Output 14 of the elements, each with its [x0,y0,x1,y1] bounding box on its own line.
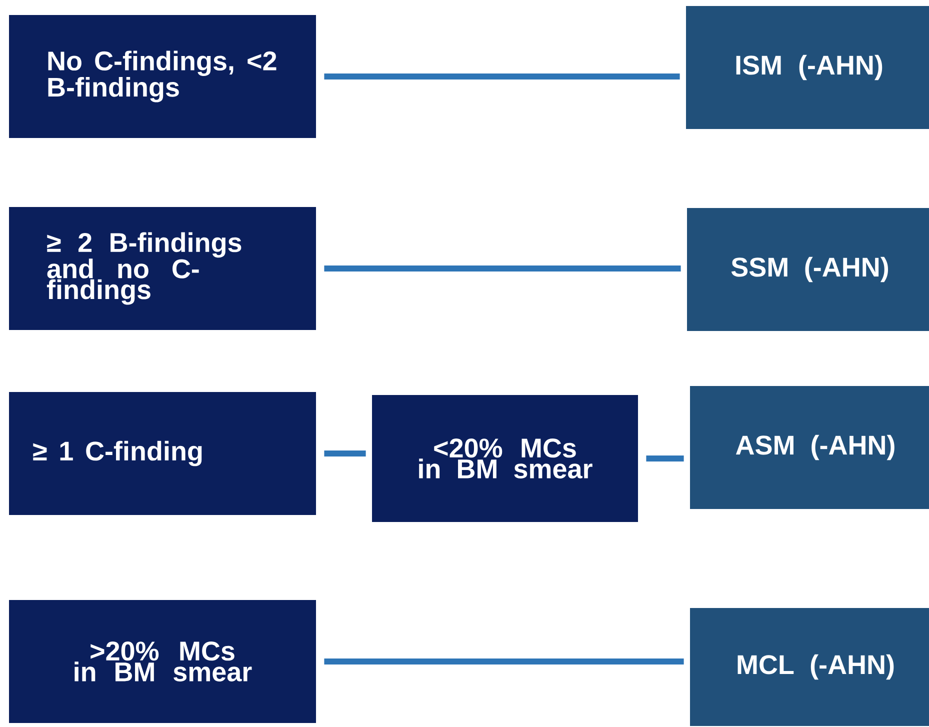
connector-line [324,266,681,272]
process-box: No C-findings, <2 B-findings [9,15,316,138]
process-box: ISM (-AHN) [686,6,929,129]
process-box: ≥ 1 C-finding [9,392,316,515]
process-box: MCL (-AHN) [690,608,929,726]
process-box: ASM (-AHN) [690,386,929,509]
process-box: <20% MCs in BM smear [372,395,638,522]
process-box: ≥ 2 B-findings and no C-findings [9,207,316,330]
process-box: SSM (-AHN) [687,208,929,331]
connector-line [324,74,680,80]
connector-line [324,450,366,456]
process-box: >20% MCs in BM smear [9,600,316,723]
connector-line [324,658,684,664]
connector-line [646,456,684,462]
